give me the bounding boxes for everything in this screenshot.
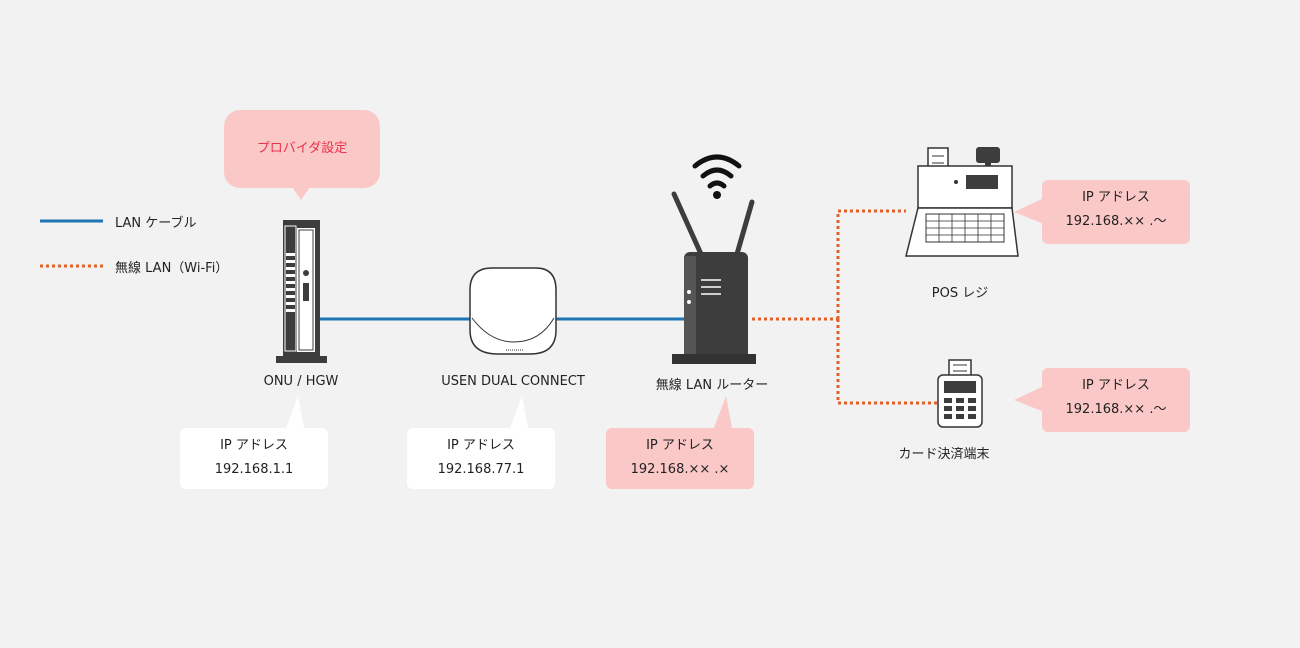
onu-ip-heading: IP アドレス — [220, 438, 288, 453]
router-label: 無線 LAN ルーター — [655, 378, 769, 393]
card-ip-bubble: IP アドレス 192.168.×× .～ — [1042, 368, 1190, 432]
card-bubble-pointer — [1014, 386, 1044, 412]
onu-label: ONU / HGW — [263, 374, 339, 389]
usen-ip-value: 192.168.77.1 — [437, 462, 525, 477]
pos-register-icon — [905, 147, 1019, 257]
wifi-link-card — [836, 319, 938, 405]
usen-bubble-pointer — [510, 396, 528, 428]
callout-pointer — [290, 184, 312, 200]
usen-ip-heading: IP アドレス — [447, 438, 515, 453]
pos-label: POS レジ — [931, 286, 989, 301]
usen-device-icon — [469, 267, 557, 355]
router-ip-value: 192.168.×× .× — [630, 462, 730, 477]
router-device-icon — [671, 154, 756, 364]
onu-bubble-pointer — [286, 396, 304, 428]
card-label: カード決済端末 — [898, 447, 990, 462]
card-terminal-icon — [937, 359, 983, 428]
legend-wifi-label: 無線 LAN（Wi-Fi） — [115, 261, 229, 276]
router-ip-bubble: IP アドレス 192.168.×× .× — [606, 428, 754, 489]
pos-ip-bubble: IP アドレス 192.168.×× .～ — [1042, 180, 1190, 244]
wifi-link-pos — [836, 209, 906, 319]
card-ip-value: 192.168.×× .～ — [1065, 402, 1167, 417]
card-ip-heading: IP アドレス — [1082, 378, 1150, 393]
pos-ip-value: 192.168.×× .～ — [1065, 214, 1167, 229]
router-ip-heading: IP アドレス — [646, 438, 714, 453]
onu-device-icon — [276, 220, 327, 363]
router-bubble-pointer — [714, 396, 732, 428]
usen-label: USEN DUAL CONNECT — [441, 374, 585, 389]
onu-ip-value: 192.168.1.1 — [214, 462, 294, 477]
pos-ip-heading: IP アドレス — [1082, 190, 1150, 205]
pos-bubble-pointer — [1014, 198, 1044, 224]
legend-lan-label: LAN ケーブル — [115, 216, 197, 231]
onu-ip-bubble: IP アドレス 192.168.1.1 — [180, 428, 328, 489]
usen-ip-bubble: IP アドレス 192.168.77.1 — [407, 428, 555, 489]
provider-settings-callout: プロバイダ設定 — [224, 110, 380, 188]
